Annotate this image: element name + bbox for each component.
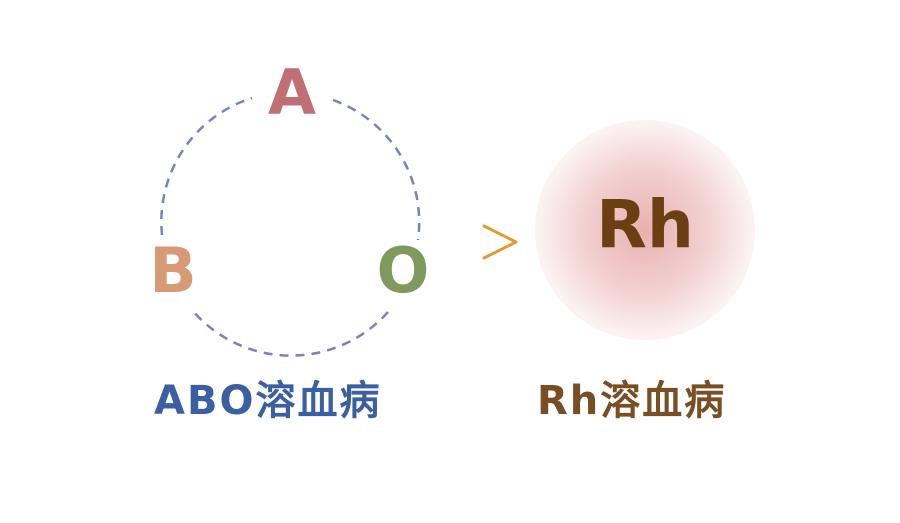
abo-caption: ABO溶血病 [154,378,382,424]
greater-than-icon: > [482,224,518,260]
rh-glow [535,120,755,340]
rh-label: Rh [596,186,694,263]
node-b-label: B [149,234,197,307]
ring-arc-b-to-a [160,96,253,236]
ring-arc-o-to-b [191,309,389,357]
node-a-label: A [268,56,316,129]
rh-caption: Rh溶血病 [537,378,727,424]
node-o-label: O [376,234,430,307]
ring-arc-a-to-o [332,98,421,241]
